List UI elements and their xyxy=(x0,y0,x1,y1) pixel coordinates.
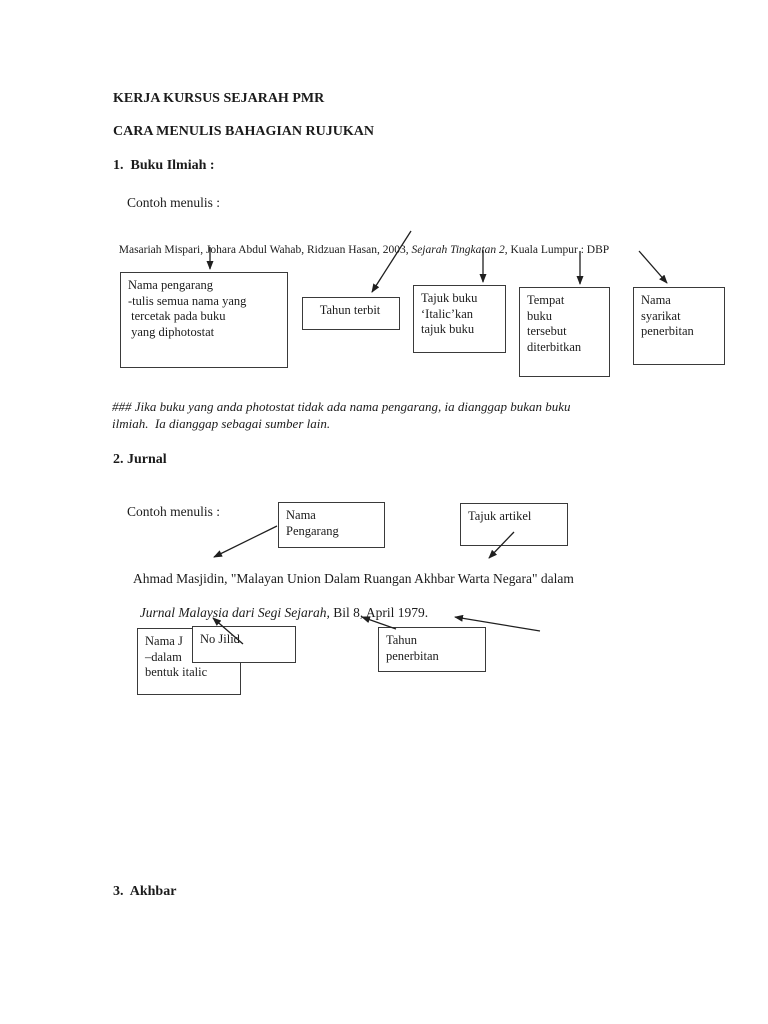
citation-buku-authors: Masariah Mispari, Johara Abdul Wahab, Ri… xyxy=(118,243,412,256)
citation-jurnal-title-italic: Jurnal Malaysia dari Segi Sejarah, xyxy=(139,605,330,621)
label-box-nama-pengarang: Nama pengarang -tulis semua nama yang te… xyxy=(120,272,288,368)
citation-buku: Masariah Mispari, Johara Abdul Wahab, Ri… xyxy=(113,230,609,258)
citation-jurnal-line1: Ahmad Masjidin, "Malayan Union Dalam Rua… xyxy=(133,571,574,586)
section2-heading: 2. Jurnal xyxy=(113,452,167,467)
citation-buku-title-italic: Sejarah Tingkatan 2 xyxy=(411,243,505,256)
label-box-tajuk-artikel: Tajuk artikel xyxy=(460,503,568,546)
label-box-tajuk-buku: Tajuk buku ‘Italic’kan tajuk buku xyxy=(413,285,506,353)
arrow xyxy=(213,525,278,558)
label-box-nama-pengarang-jurnal: Nama Pengarang xyxy=(278,502,385,548)
page-subtitle: CARA MENULIS BAHAGIAN RUJUKAN xyxy=(113,124,374,139)
section1-heading: 1. Buku Ilmiah : xyxy=(113,158,215,173)
citation-jurnal-line2: Jurnal Malaysia dari Segi Sejarah, Bil 8… xyxy=(133,589,428,621)
label-box-tahun-terbit: Tahun terbit xyxy=(302,297,400,330)
section3-heading: 3. Akhbar xyxy=(113,884,177,899)
label-box-tahun-penerbitan: Tahun penerbitan xyxy=(378,627,486,672)
arrow xyxy=(638,250,668,284)
label-box-tempat-buku: Tempat buku tersebut diterbitkan xyxy=(519,287,610,377)
section1-contoh-label: Contoh menulis : xyxy=(127,195,221,210)
page-title: KERJA KURSUS SEJARAH PMR xyxy=(113,91,325,106)
citation-buku-publisher: , Kuala Lumpur : DBP xyxy=(504,243,610,256)
label-box-nama-syarikat: Nama syarikat penerbitan xyxy=(633,287,725,365)
section2-contoh-label: Contoh menulis : xyxy=(127,504,221,519)
label-box-no-jilid: No Jilid xyxy=(192,626,296,663)
note-photostat: ### Jika buku yang anda photostat tidak … xyxy=(112,399,571,431)
citation-jurnal-issue: Bil 8, April 1979. xyxy=(329,605,429,621)
